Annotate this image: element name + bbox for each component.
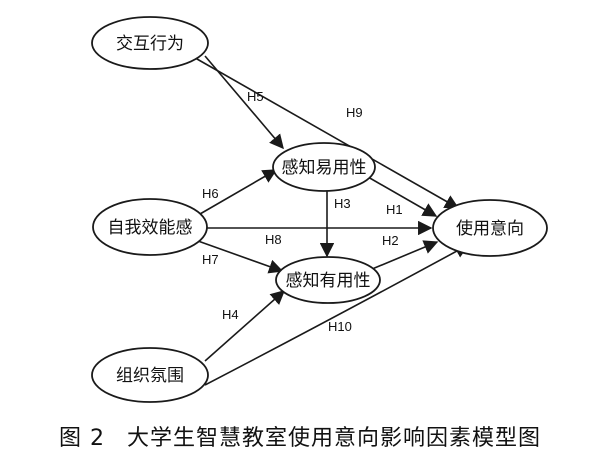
- node-ease-of-use: 感知易用性: [272, 142, 376, 192]
- node-self-efficacy: 自我效能感: [92, 198, 208, 256]
- edge-h4: [204, 290, 286, 362]
- label-h8: H8: [265, 232, 282, 247]
- label-h1: H1: [386, 202, 403, 217]
- node-self-efficacy-label: 自我效能感: [108, 218, 193, 238]
- figure-caption: 图 2 大学生智慧教室使用意向影响因素模型图: [0, 420, 600, 452]
- label-h6: H6: [202, 186, 219, 201]
- edge-h5: [204, 55, 284, 150]
- label-h9: H9: [346, 105, 363, 120]
- edge-h1: [367, 176, 438, 217]
- node-usefulness: 感知有用性: [275, 256, 381, 304]
- model-diagram: H5 H9 H6 H3 H1 H8 H2 H7 H4 H10 交互行为 自我效能…: [91, 16, 548, 403]
- label-h5: H5: [247, 89, 264, 104]
- figure-number: 图 2: [58, 426, 105, 451]
- node-intention-label: 使用意向: [456, 218, 524, 239]
- edge-h10: [204, 244, 470, 386]
- figure-title: 大学生智慧教室使用意向影响因素模型图: [126, 426, 541, 451]
- node-interaction-label: 交互行为: [116, 34, 184, 54]
- node-ease-of-use-label: 感知易用性: [282, 158, 367, 178]
- node-interaction: 交互行为: [91, 16, 209, 70]
- node-usefulness-label: 感知有用性: [286, 271, 371, 291]
- node-org-atmosphere-label: 组织氛围: [116, 366, 184, 386]
- edge-h7: [197, 240, 284, 274]
- edge-h6: [199, 169, 278, 215]
- label-h2: H2: [382, 233, 399, 248]
- edge-h9: [189, 54, 460, 209]
- label-h7: H7: [202, 252, 219, 267]
- label-h4: H4: [222, 307, 239, 322]
- label-h3: H3: [334, 196, 351, 211]
- edge-h2: [364, 240, 439, 273]
- node-org-atmosphere: 组织氛围: [91, 347, 209, 403]
- node-intention: 使用意向: [432, 199, 548, 257]
- label-h10: H10: [328, 319, 352, 334]
